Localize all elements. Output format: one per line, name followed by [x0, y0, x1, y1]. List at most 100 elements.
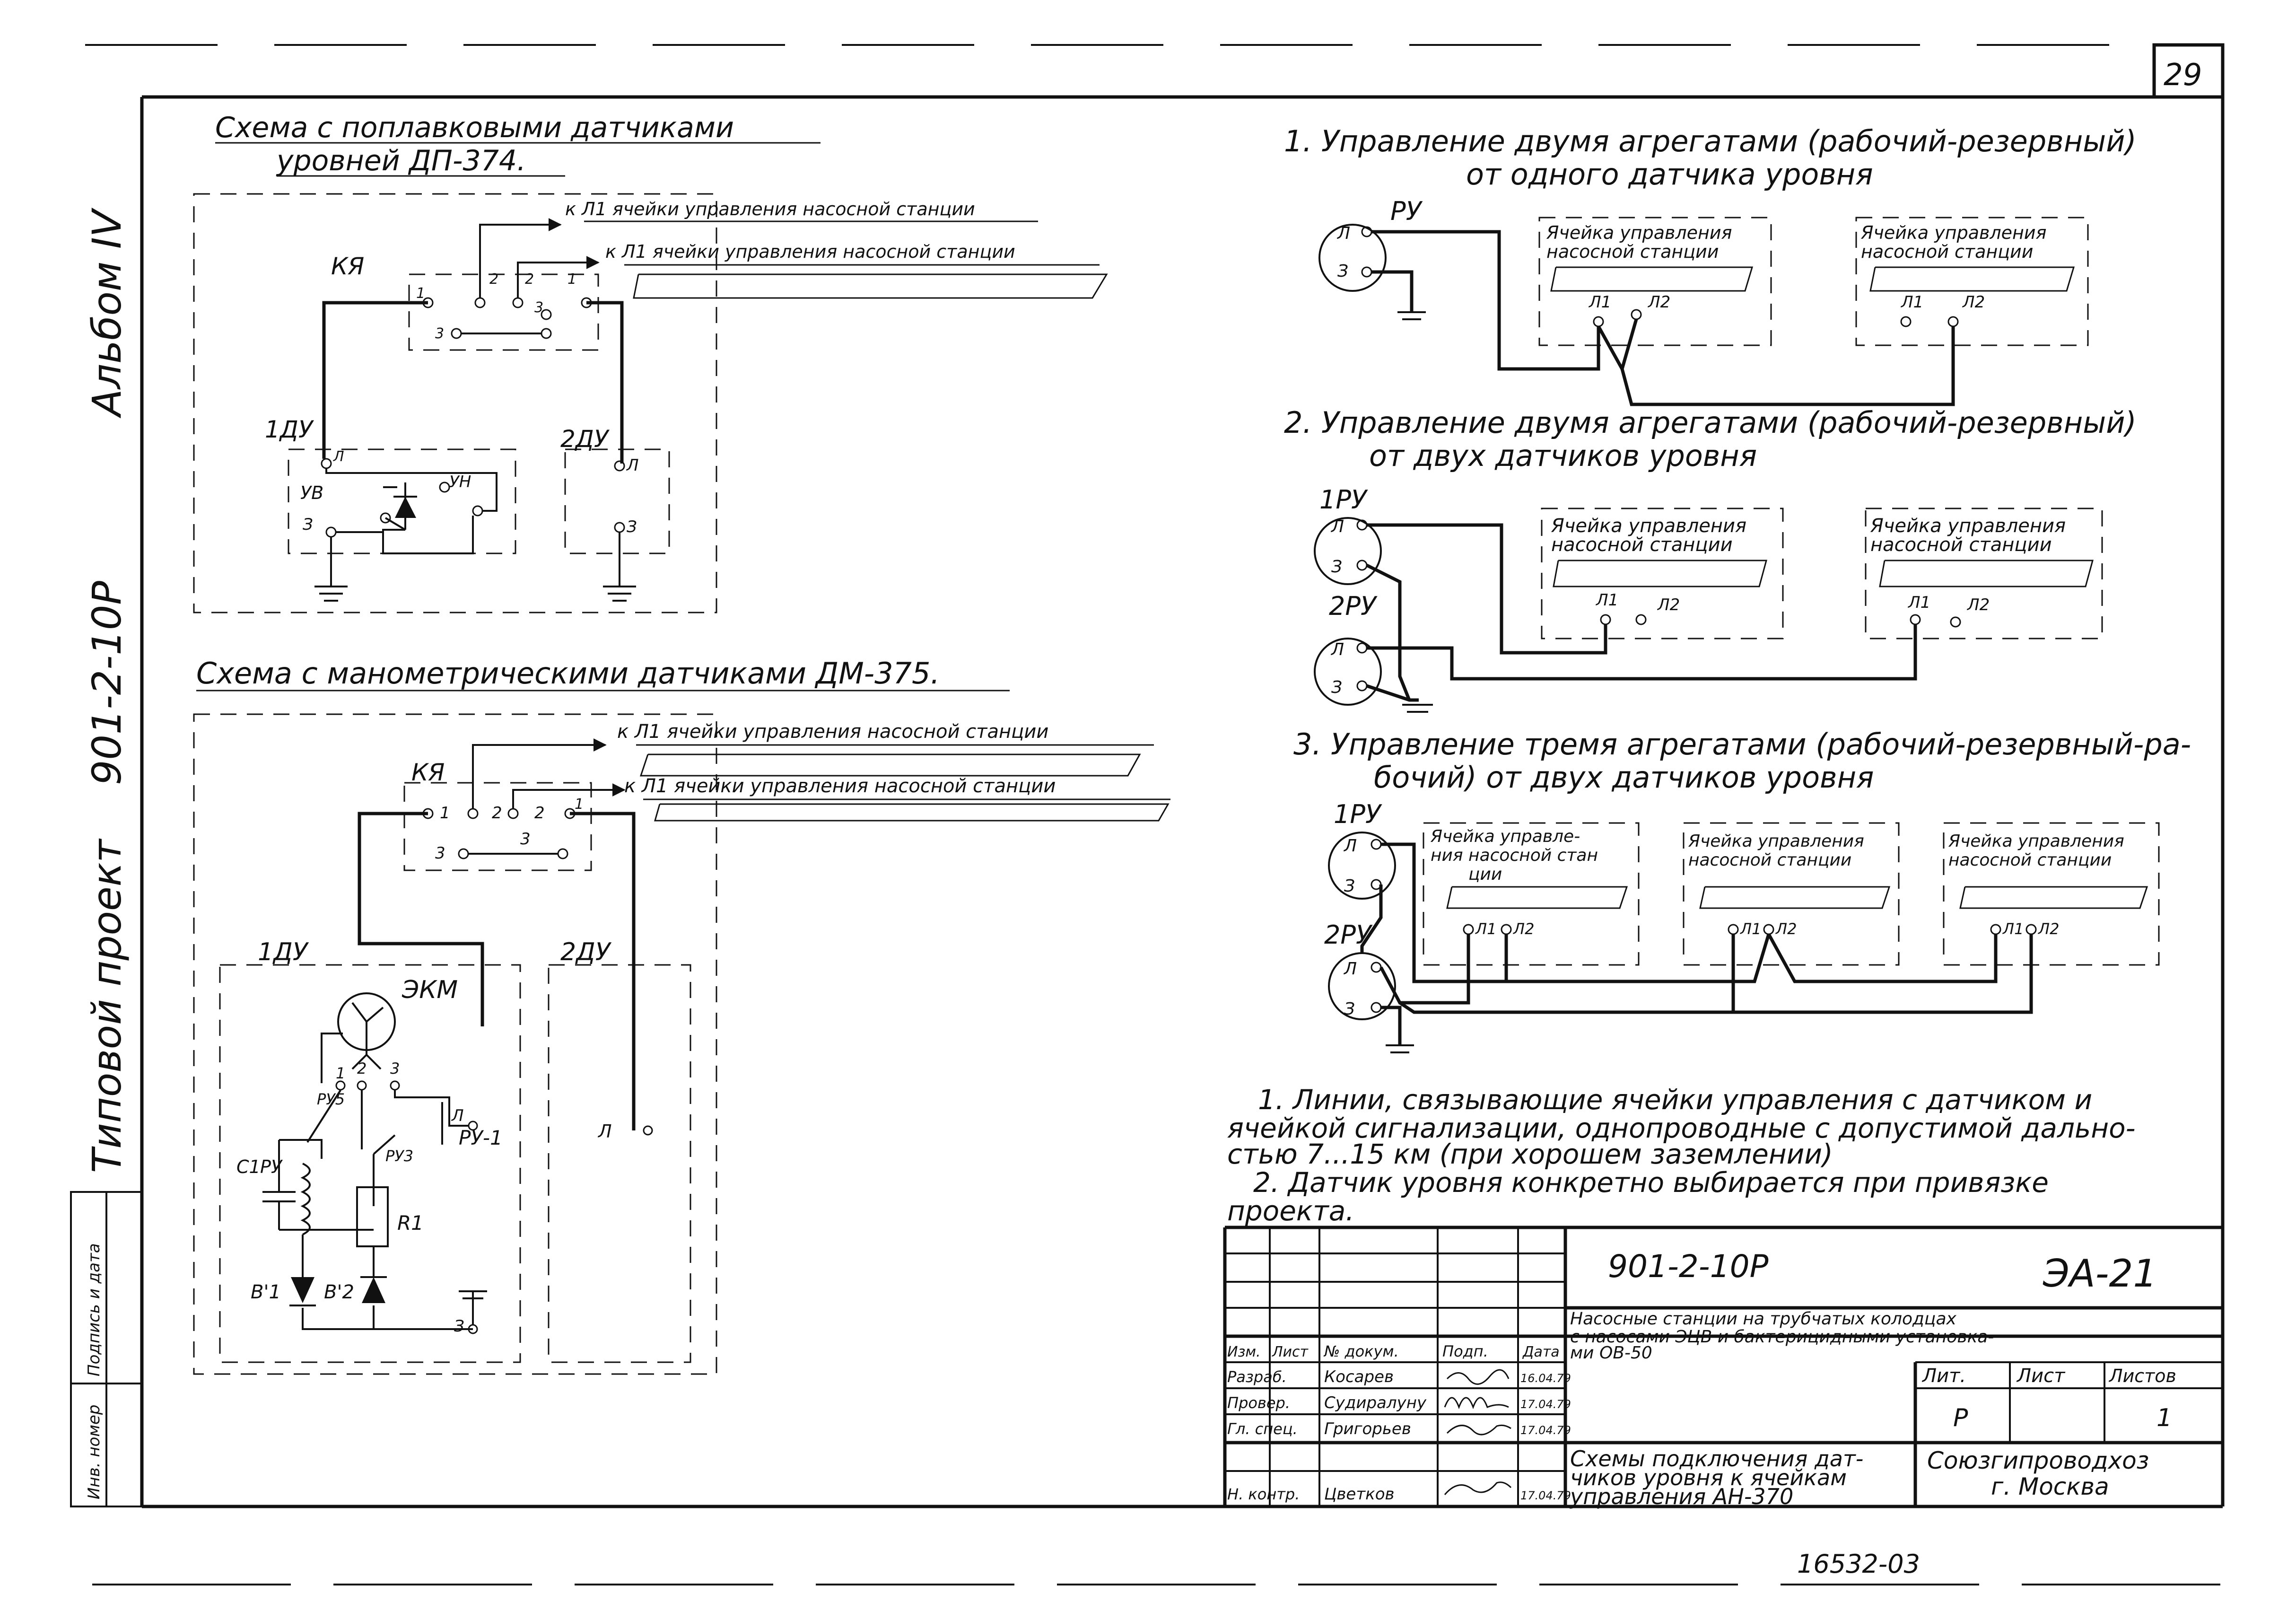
tb-lit-label: Лит. — [1921, 1365, 1966, 1387]
ky-term-3: 3 — [435, 325, 444, 342]
tb-row3-role: Гл. спец. — [1227, 1420, 1298, 1438]
float-title-line2: уровней ДП-374. — [276, 144, 526, 177]
sec2-c2-l2: Л2 — [1966, 595, 1990, 614]
note1-line2: ячейкой сигнализации, однопроводные с до… — [1227, 1112, 2136, 1144]
sec1-c2-l1: Л1 — [1900, 293, 1923, 312]
sec3-c3-l1: Л1 — [2002, 920, 2024, 938]
tb-row2-date: 17.04.79 — [1520, 1398, 1571, 1411]
sec3-cell1-line1: Ячейка управле- — [1430, 827, 1580, 846]
tb-sheets-label: Листов — [2108, 1366, 2176, 1386]
ky-term-1b: 1 — [567, 271, 576, 288]
tb-row3-date: 17.04.79 — [1520, 1424, 1571, 1437]
sec1-title-line1: 1. Управление двумя агрегатами (рабочий-… — [1284, 124, 2137, 158]
du1-l-term: Л — [333, 448, 344, 465]
du1-label: 1ДУ — [265, 416, 314, 443]
sec3-s1-l: Л — [1343, 836, 1357, 856]
ky-term-2: 2 — [489, 271, 498, 288]
sec2-cell2-line1: Ячейка управления — [1870, 515, 2066, 537]
c1-label: С1 — [236, 1156, 261, 1177]
sec3-c2-l1: Л1 — [1740, 920, 1761, 938]
tb-lit-value: Р — [1953, 1404, 1968, 1432]
mano-title: Схема с манометрическими датчиками ДМ-37… — [196, 656, 940, 691]
sec1-cell2-line1: Ячейка управления — [1860, 222, 2046, 243]
sec1-title-line2: от одного датчика уровня — [1466, 157, 1873, 192]
ru-coil-label: РУ — [260, 1156, 283, 1177]
tb-col-doc: № докум. — [1323, 1342, 1399, 1360]
sec3-cell2-line1: Ячейка управления — [1688, 832, 1864, 851]
sec2-cell1-line1: Ячейка управления — [1551, 515, 1746, 537]
tb-sheets-value: 1 — [2156, 1404, 2172, 1432]
tb-row1-role: Разраб. — [1227, 1368, 1287, 1386]
sec1-c1-l1: Л1 — [1588, 293, 1611, 312]
ky-term-1: 1 — [416, 285, 425, 302]
r1-label: R1 — [397, 1211, 424, 1235]
sec1-z-term: З — [1337, 262, 1348, 281]
tb-row4-role: Н. контр. — [1227, 1485, 1300, 1503]
sec3-cell1-line3: ции — [1468, 865, 1502, 884]
ru1-label: РУ-1 — [459, 1126, 503, 1149]
du2-l-term: Л — [626, 456, 639, 475]
mano-ky-3: 3 — [435, 844, 445, 863]
mano-ky-2b: 2 — [534, 804, 545, 823]
mano-du2-l-term: Л — [597, 1121, 612, 1142]
tb-org-line1: Союзгипроводхоз — [1927, 1447, 2149, 1474]
sec1-ru: РУ — [1390, 196, 1423, 226]
bottom-number: 16532-03 — [1797, 1549, 1920, 1579]
mano-z-term: З — [454, 1317, 464, 1336]
ekm-term-1: 1 — [336, 1064, 345, 1082]
b2-label: В'2 — [324, 1281, 354, 1303]
sec3-cell1-line2: ния насосной стан — [1431, 846, 1598, 865]
float-cell-ref-1: к Л1 ячейки управления насосной станции — [565, 199, 975, 219]
sec2-cell2-line2: насосной станции — [1870, 534, 2052, 556]
sec3-cell2-line2: насосной станции — [1688, 850, 1851, 870]
mano-cell-ref-1: к Л1 ячейки управления насосной станции — [617, 721, 1048, 743]
sec2-title-line2: от двух датчиков уровня — [1369, 438, 1757, 473]
signature-scribbles — [1444, 1369, 1512, 1495]
un-label: УН — [449, 473, 471, 491]
tb-col-date: Дата — [1522, 1344, 1560, 1360]
sec2-2ru: 2РУ — [1329, 591, 1378, 621]
sec2-c1-l1: Л1 — [1595, 591, 1618, 610]
du1-z-term: З — [303, 515, 313, 534]
ky-label: КЯ — [331, 253, 364, 280]
float-title-line1: Схема с поплавковыми датчиками — [215, 111, 734, 144]
ekm-term-3: 3 — [390, 1060, 400, 1077]
tb-row2-role: Провер. — [1227, 1394, 1290, 1412]
sec2-1ru: 1РУ — [1319, 485, 1368, 515]
sec1-cell2-line2: насосной станции — [1861, 241, 2033, 262]
title-block — [1223, 1226, 2223, 1506]
tb-drawing-line3: управления АН-370 — [1569, 1484, 1793, 1509]
sec2-title-line1: 2. Управление двумя агрегатами (рабочий-… — [1284, 405, 2137, 440]
sec2-s2-l: Л — [1330, 640, 1344, 659]
section-1-one-sensor: 1. Управление двумя агрегатами (рабочий-… — [1284, 124, 2137, 406]
tb-row1-name: Косарев — [1324, 1367, 1394, 1386]
note2-line2: проекта. — [1227, 1195, 1354, 1227]
uv-label: УВ — [300, 482, 323, 503]
tb-desc-line3: ми ОВ-50 — [1570, 1343, 1652, 1363]
sec2-c1-l2: Л2 — [1657, 595, 1680, 614]
ky-term-3b: 3 — [534, 299, 543, 316]
tb-drawing-line1: Схемы подключения дат- — [1570, 1446, 1863, 1471]
sec2-c2-l1: Л1 — [1907, 593, 1930, 612]
section-3-three-units: 3. Управление тремя агрегатами (рабочий-… — [1293, 727, 2191, 1053]
inv-number-label: Инв. номер — [85, 1405, 104, 1500]
mano-ky-2: 2 — [492, 804, 502, 823]
tb-col-izm: Изм. — [1227, 1344, 1261, 1360]
manometric-sensor-scheme: Схема с манометрическими датчиками ДМ-37… — [193, 656, 1170, 1375]
sec3-c1-l2: Л2 — [1513, 920, 1534, 938]
tb-desc-line1: Насосные станции на трубчатых колодцах — [1570, 1309, 1956, 1329]
sec1-cell1-line1: Ячейка управления — [1546, 222, 1732, 243]
mano-cell-ref-2: к Л1 ячейки управления насосной станции — [624, 775, 1056, 797]
sec3-title-line1: 3. Управление тремя агрегатами (рабочий-… — [1293, 727, 2191, 762]
note1-line3: стью 7...15 км (при хорошем заземлении) — [1227, 1138, 1833, 1170]
sec3-2ru: 2РУ — [1324, 920, 1373, 950]
sec3-cell3-line2: насосной станции — [1948, 850, 2112, 870]
mano-ky-1b: 1 — [575, 796, 584, 813]
ru3-label: РУ3 — [385, 1147, 413, 1165]
note1-line1: 1. Линии, связывающие ячейки управления … — [1258, 1084, 2092, 1116]
mano-ky-1: 1 — [440, 804, 450, 823]
page-number: 29 — [2164, 58, 2202, 93]
mano-du2-label: 2ДУ — [560, 938, 612, 966]
mano-ky-3b: 3 — [520, 830, 531, 849]
